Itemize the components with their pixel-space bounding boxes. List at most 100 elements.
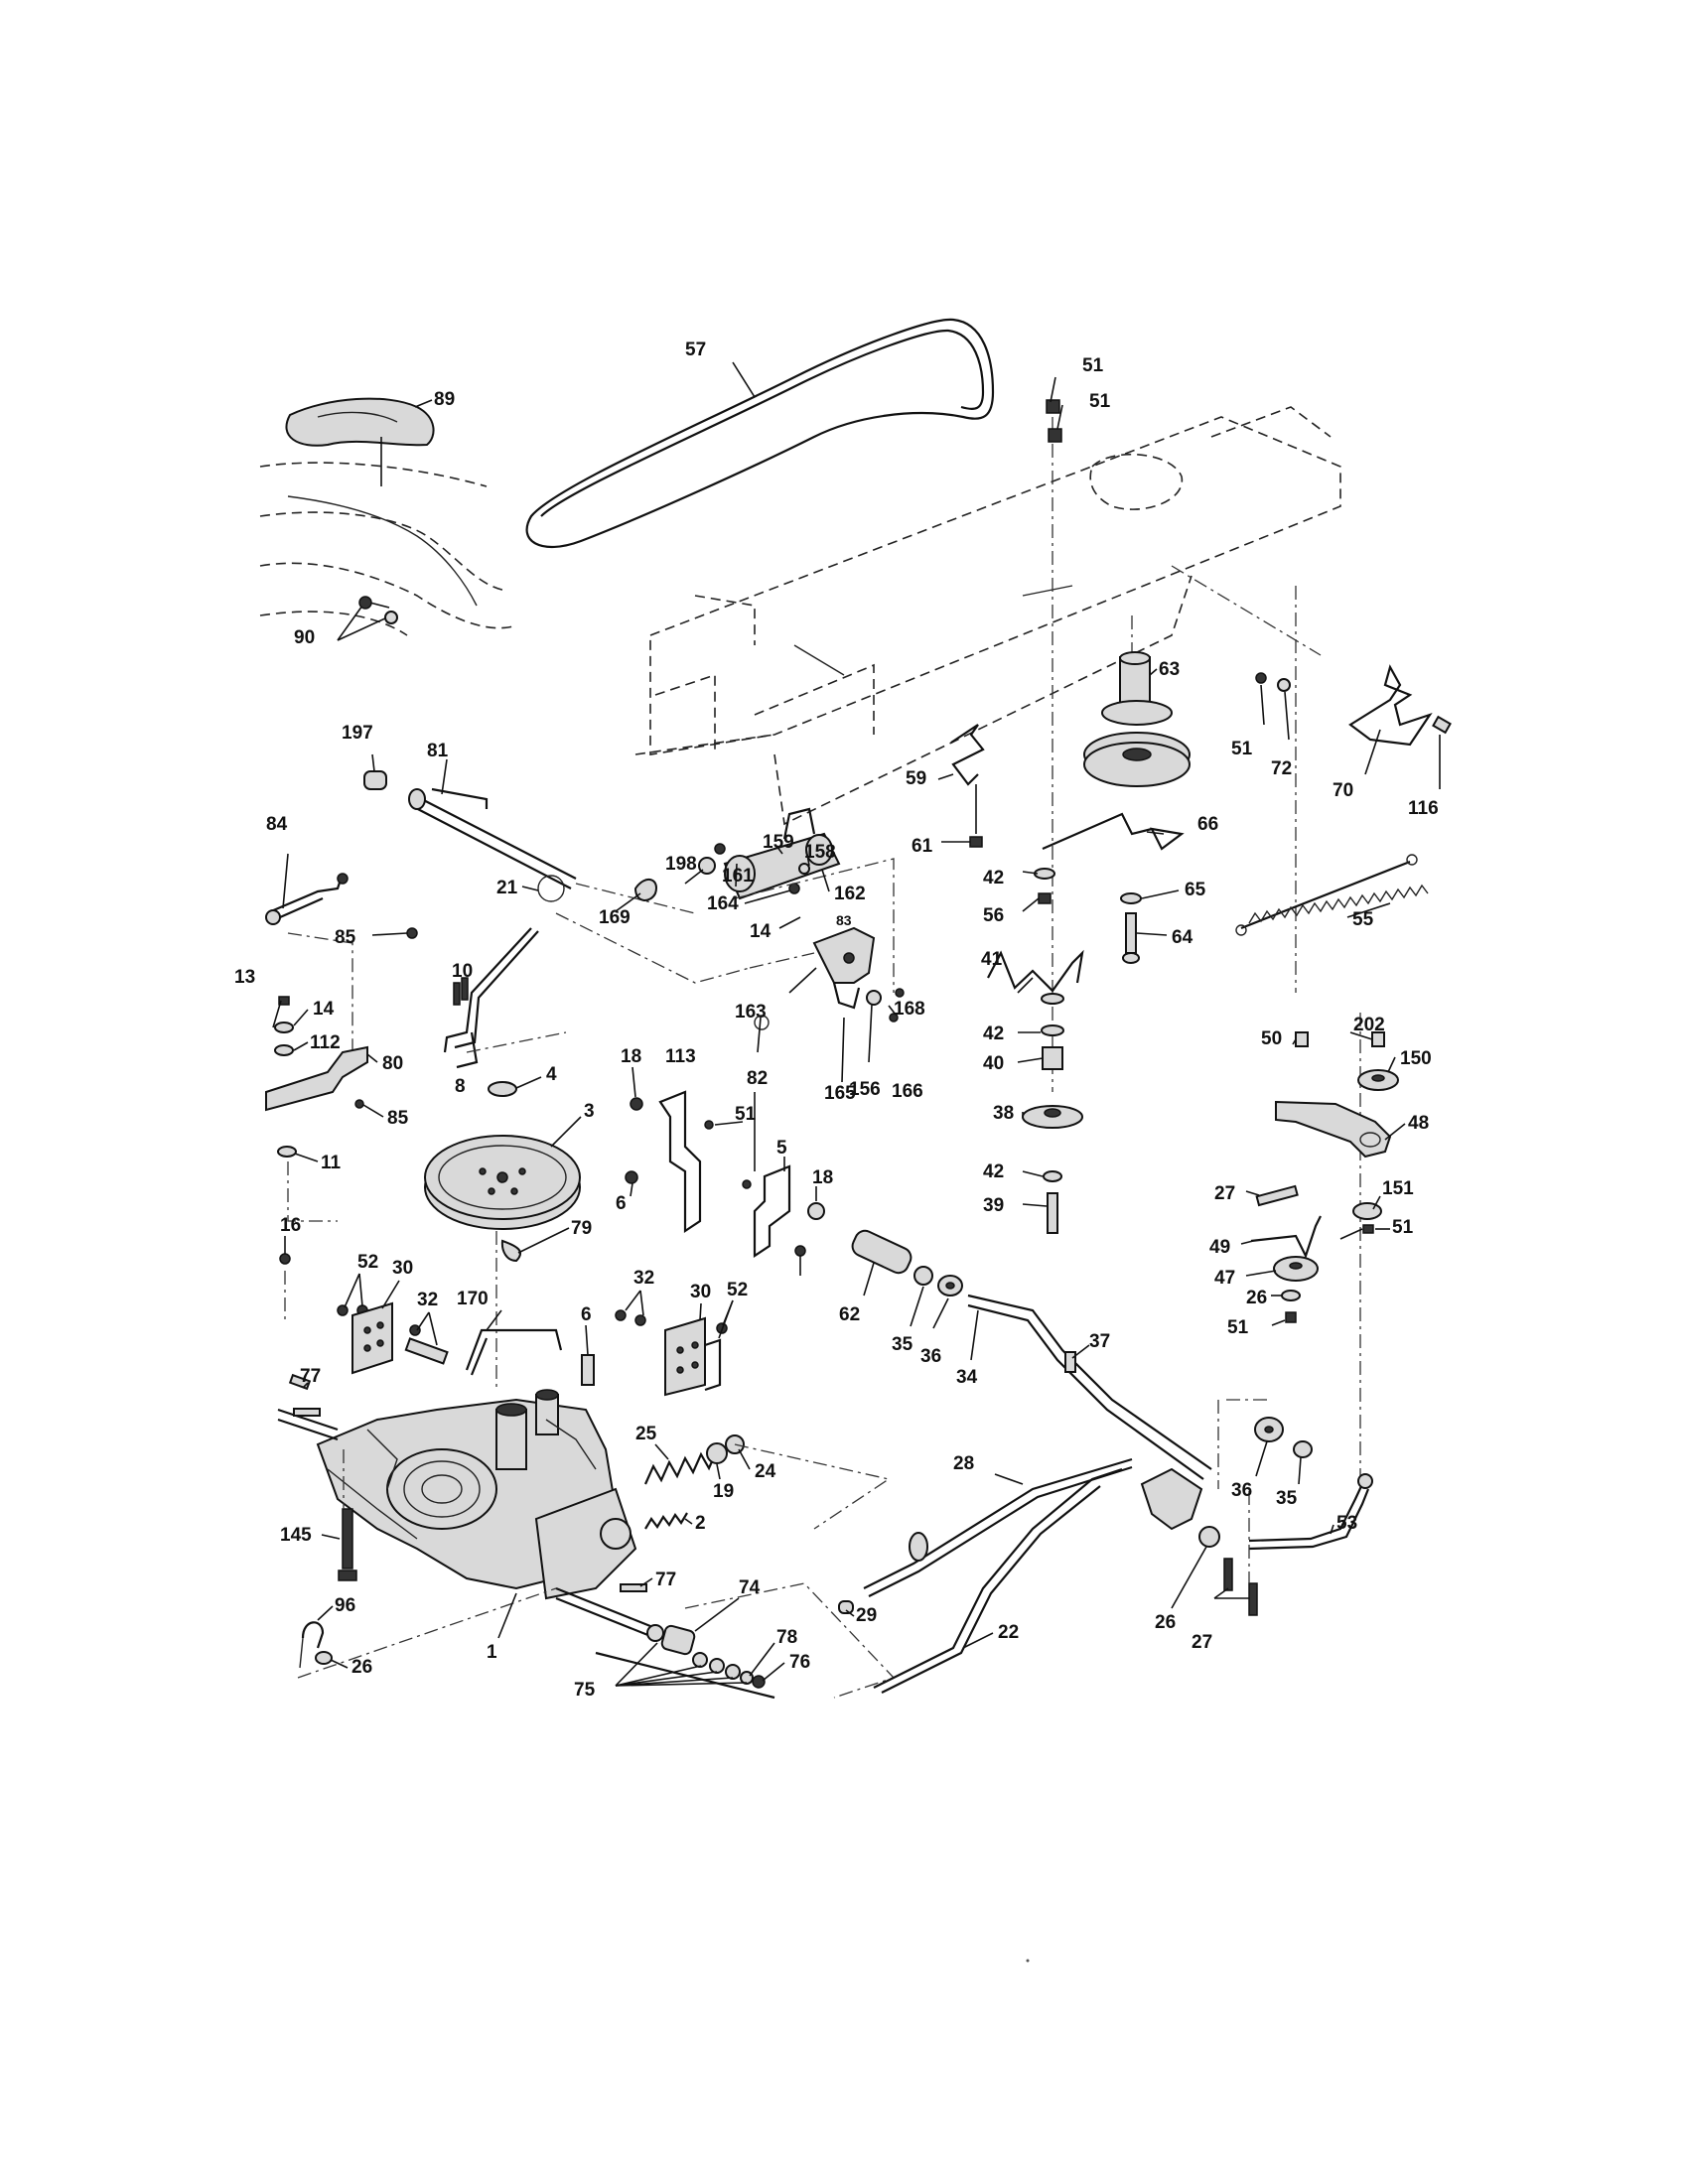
callout: 27 <box>1214 1183 1235 1204</box>
callout: 113 <box>665 1046 696 1067</box>
seat-part <box>285 397 435 486</box>
callout: 166 <box>892 1081 923 1102</box>
callout: 18 <box>621 1046 641 1067</box>
callout: 79 <box>571 1218 592 1239</box>
callout: 42 <box>983 1161 1004 1182</box>
callout: 8 <box>455 1076 466 1097</box>
callout: 112 <box>310 1032 341 1053</box>
callout: 35 <box>892 1334 913 1355</box>
fender-outline <box>259 462 517 641</box>
callout: 14 <box>313 999 335 1020</box>
callout: 36 <box>1231 1480 1252 1501</box>
callout: 65 <box>1185 880 1206 900</box>
callout: 89 <box>434 389 455 410</box>
callout: 76 <box>789 1652 810 1673</box>
callout: 63 <box>1159 659 1180 680</box>
callout: 34 <box>956 1367 978 1388</box>
stray-mark <box>1026 1959 1030 1963</box>
callout: 47 <box>1214 1268 1235 1289</box>
callout: 14 <box>750 921 772 942</box>
callout: 51 <box>1231 739 1253 759</box>
callout: 5 <box>776 1138 787 1159</box>
transmission-pulley <box>424 1135 581 1230</box>
callout: 51 <box>735 1104 757 1125</box>
callout: 26 <box>1246 1288 1267 1308</box>
callout: 29 <box>856 1605 877 1626</box>
callout: 35 <box>1276 1488 1298 1509</box>
callout: 36 <box>920 1346 941 1367</box>
callout: 202 <box>1353 1015 1385 1035</box>
callout: 13 <box>234 967 255 988</box>
callout: 11 <box>321 1153 342 1173</box>
frame-outline <box>634 406 1341 826</box>
callout: 57 <box>685 340 706 360</box>
callout: 49 <box>1209 1237 1230 1258</box>
drive-belt <box>525 318 995 549</box>
callout: 25 <box>635 1424 657 1444</box>
callout: 170 <box>457 1289 489 1309</box>
pedal-shaft <box>967 1294 1212 1480</box>
callout: 145 <box>280 1525 312 1546</box>
callout: 66 <box>1197 814 1218 835</box>
callout: 6 <box>616 1193 627 1214</box>
callout: 42 <box>983 868 1004 888</box>
callout: 90 <box>294 627 315 648</box>
callout: 161 <box>722 866 754 887</box>
callout: 50 <box>1261 1028 1282 1049</box>
extension-spring <box>1235 854 1429 936</box>
callout: 40 <box>983 1053 1004 1074</box>
callout: 26 <box>1155 1612 1176 1633</box>
callout: 72 <box>1271 758 1292 779</box>
callout: 150 <box>1400 1048 1432 1069</box>
callout-labels: 57 89 51 51 90 63 51 72 70 116 197 81 59… <box>234 340 1439 1701</box>
callout: 56 <box>983 905 1004 926</box>
callout: 32 <box>417 1290 438 1310</box>
callout: 21 <box>496 878 518 898</box>
callout: 51 <box>1082 355 1104 376</box>
callout: 30 <box>690 1282 711 1302</box>
callout: 116 <box>1408 798 1439 819</box>
callout: 74 <box>739 1577 761 1598</box>
callout: 19 <box>713 1481 734 1502</box>
callout: 75 <box>574 1680 596 1701</box>
callout: 28 <box>953 1453 974 1474</box>
callout: 64 <box>1172 927 1193 948</box>
callout: 24 <box>755 1461 776 1482</box>
callout: 80 <box>382 1053 403 1074</box>
callout: 42 <box>983 1024 1004 1044</box>
callout: 2 <box>695 1513 706 1534</box>
callout: 151 <box>1382 1178 1414 1199</box>
callout: 41 <box>981 949 1003 970</box>
callout: 165 <box>824 1083 856 1104</box>
callout: 53 <box>1336 1513 1357 1534</box>
callout: 96 <box>335 1595 355 1616</box>
callout: 163 <box>735 1002 767 1023</box>
callout: 81 <box>427 741 449 761</box>
callout: 156 <box>849 1079 881 1100</box>
callout: 59 <box>906 768 926 789</box>
callout: 70 <box>1333 780 1353 801</box>
callout: 6 <box>581 1304 592 1325</box>
callout: 55 <box>1352 909 1374 930</box>
callout: 37 <box>1089 1331 1110 1352</box>
callout: 61 <box>912 836 933 857</box>
callout: 77 <box>655 1570 676 1590</box>
callout: 85 <box>387 1108 409 1129</box>
callout: 197 <box>342 723 373 744</box>
callout: 27 <box>1192 1632 1212 1653</box>
callout: 52 <box>727 1280 748 1300</box>
callout: 51 <box>1089 391 1111 412</box>
callout: 51 <box>1227 1317 1249 1338</box>
callout: 10 <box>452 961 473 982</box>
callout: 168 <box>894 999 925 1020</box>
callout: 4 <box>546 1064 557 1085</box>
callout: 82 <box>747 1068 768 1089</box>
brake-linkage-group <box>698 807 905 1030</box>
callout: 18 <box>812 1167 833 1188</box>
callout: 16 <box>280 1215 301 1236</box>
callout: 22 <box>998 1622 1019 1643</box>
transaxle <box>277 1389 656 1640</box>
callout: 198 <box>665 854 697 875</box>
callout: 162 <box>834 884 866 904</box>
